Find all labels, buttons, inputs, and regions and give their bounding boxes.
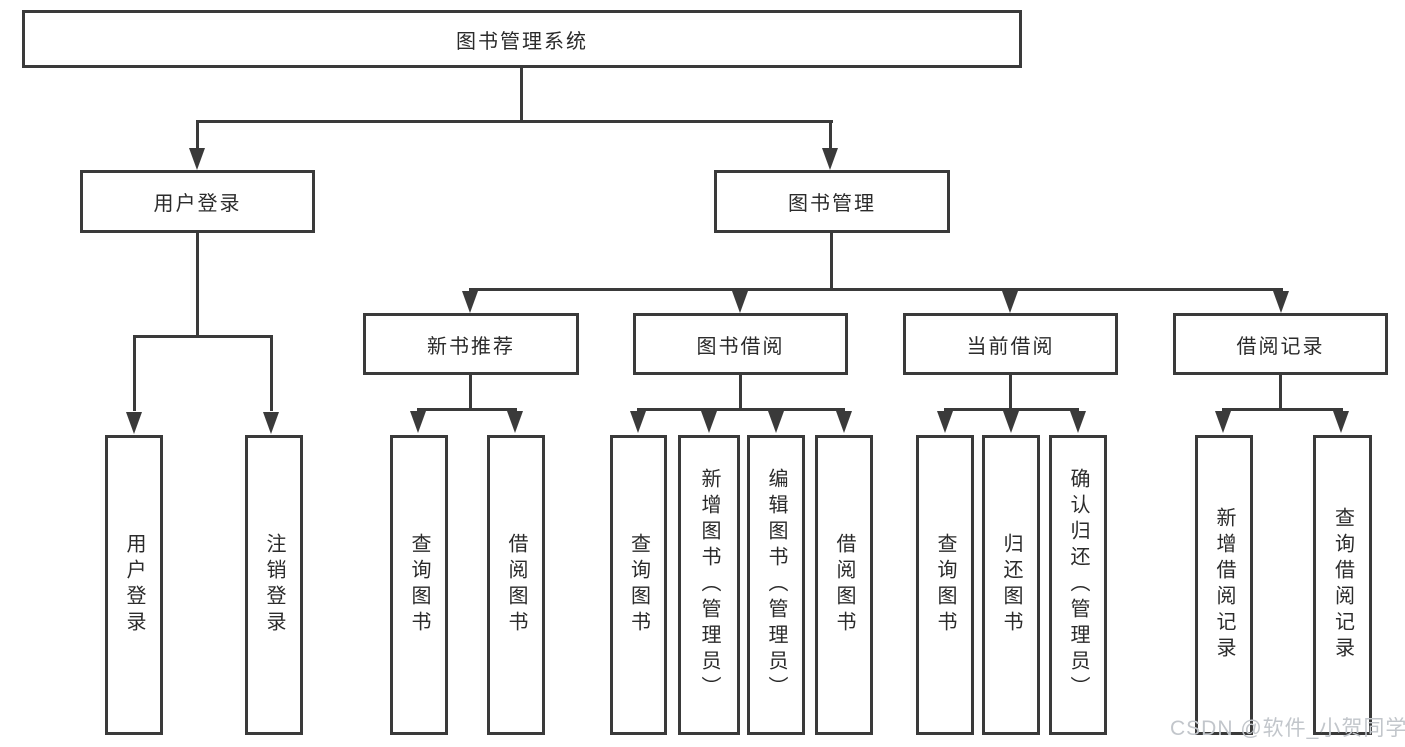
- connector-line: [520, 68, 523, 120]
- leaf-add-books-admin: 新增图书（管理员）: [678, 435, 740, 735]
- node-current-borrowing: 当前借阅: [903, 313, 1118, 375]
- leaf-user-login: 用户登录: [105, 435, 163, 735]
- leaf-query-books-recommend: 查询图书: [390, 435, 448, 735]
- connector-line: [469, 288, 1283, 291]
- arrowhead-down-icon: [189, 148, 205, 170]
- leaf-confirm-return-admin: 确认归还（管理员）: [1049, 435, 1107, 735]
- node-label: 借阅记录: [1236, 335, 1325, 358]
- arrowhead-down-icon: [701, 411, 717, 433]
- arrowhead-down-icon: [507, 411, 523, 433]
- node-new-book-recommendation: 新书推荐: [363, 313, 579, 375]
- arrowhead-down-icon: [1003, 411, 1019, 433]
- leaf-label: 归还图书: [1000, 533, 1022, 637]
- connector-line: [196, 123, 199, 150]
- node-library-management-system: 图书管理系统: [22, 10, 1022, 68]
- leaf-label: 新增图书（管理员）: [698, 468, 720, 702]
- connector-line: [637, 408, 845, 411]
- connector-line: [830, 233, 833, 288]
- connector-line: [133, 338, 136, 411]
- connector-line: [944, 408, 1079, 411]
- leaf-return-books: 归还图书: [982, 435, 1040, 735]
- leaf-label: 新增借阅记录: [1213, 507, 1235, 663]
- connector-line: [1009, 375, 1012, 408]
- leaf-label: 借阅图书: [833, 533, 855, 637]
- leaf-label: 注销登录: [263, 533, 285, 637]
- node-label: 新书推荐: [427, 335, 515, 358]
- arrowhead-down-icon: [1273, 291, 1289, 313]
- leaf-label: 确认归还（管理员）: [1067, 468, 1089, 702]
- connector-line: [270, 338, 273, 411]
- arrowhead-down-icon: [836, 411, 852, 433]
- connector-line: [196, 120, 833, 123]
- leaf-label: 查询图书: [627, 533, 650, 637]
- node-book-borrowing: 图书借阅: [633, 313, 848, 375]
- connector-line: [1279, 375, 1282, 408]
- connector-line: [1222, 408, 1343, 411]
- arrowhead-down-icon: [768, 411, 784, 433]
- arrowhead-down-icon: [126, 412, 142, 434]
- connector-line: [417, 408, 517, 411]
- csdn-watermark: CSDN @软件_小贺同学: [1170, 717, 1405, 740]
- arrowhead-down-icon: [410, 411, 426, 433]
- connector-line: [469, 375, 472, 408]
- leaf-logout: 注销登录: [245, 435, 303, 735]
- node-label: 图书管理: [788, 193, 876, 215]
- connector-line: [739, 375, 742, 408]
- arrowhead-down-icon: [937, 411, 953, 433]
- connector-line: [133, 335, 273, 338]
- leaf-label: 编辑图书（管理员）: [765, 468, 787, 702]
- connector-line: [829, 123, 832, 150]
- leaf-borrow-books: 借阅图书: [815, 435, 873, 735]
- arrowhead-down-icon: [462, 291, 478, 313]
- leaf-query-books-current: 查询图书: [916, 435, 974, 735]
- node-label: 图书借阅: [696, 335, 785, 358]
- node-user-login: 用户登录: [80, 170, 315, 233]
- leaf-label: 查询图书: [934, 533, 956, 637]
- arrowhead-down-icon: [630, 411, 646, 433]
- node-borrowing-records: 借阅记录: [1173, 313, 1388, 375]
- arrowhead-down-icon: [1002, 291, 1018, 313]
- leaf-edit-books-admin: 编辑图书（管理员）: [747, 435, 805, 735]
- leaf-label: 查询图书: [408, 533, 430, 637]
- leaf-label: 借阅图书: [505, 533, 527, 637]
- arrowhead-down-icon: [1070, 411, 1086, 433]
- leaf-label: 用户登录: [123, 533, 145, 637]
- arrowhead-down-icon: [732, 291, 748, 313]
- leaf-add-borrow-record: 新增借阅记录: [1195, 435, 1253, 735]
- node-label: 当前借阅: [966, 335, 1055, 358]
- leaf-borrow-books-recommend: 借阅图书: [487, 435, 545, 735]
- arrowhead-down-icon: [822, 148, 838, 170]
- node-label: 用户登录: [153, 193, 242, 215]
- node-label: 图书管理系统: [456, 30, 588, 53]
- leaf-label: 查询借阅记录: [1331, 507, 1354, 663]
- leaf-query-borrow-record: 查询借阅记录: [1313, 435, 1372, 735]
- arrowhead-down-icon: [1215, 411, 1231, 433]
- arrowhead-down-icon: [1333, 411, 1349, 433]
- arrowhead-down-icon: [263, 412, 279, 434]
- connector-line: [196, 233, 199, 335]
- node-book-management: 图书管理: [714, 170, 950, 233]
- leaf-query-books-borrowing: 查询图书: [610, 435, 667, 735]
